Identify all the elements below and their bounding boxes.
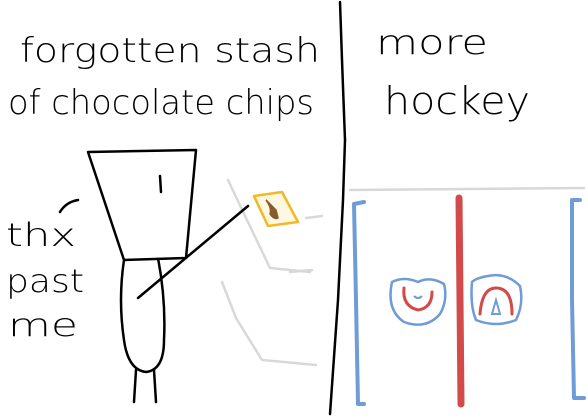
rink-center-red-line: [455, 194, 465, 408]
cupboard-shelves: [220, 178, 324, 367]
person-head: [86, 148, 198, 262]
rink-boards: [348, 186, 586, 192]
left-caption-line2: of chocolate chips: [8, 83, 314, 123]
chocolate-chip-bag-icon: [252, 190, 300, 228]
person-body: [119, 257, 166, 374]
rink-logo-right: [470, 273, 523, 326]
panel-divider: [328, 0, 347, 416]
right-caption-line1: more: [376, 23, 488, 63]
left-panel: forgotten stash of chocolate chips: [6, 31, 324, 404]
speech-line2: past: [6, 262, 84, 300]
rink-blue-line-left: [352, 200, 366, 406]
speech-line3: me: [8, 306, 78, 344]
person-eye: [158, 174, 163, 194]
person-right-leg: [152, 368, 158, 404]
person-left-leg: [132, 368, 138, 404]
speech-line1: thx: [6, 216, 76, 254]
person-arm: [136, 204, 250, 300]
rink-blue-line-right: [570, 198, 586, 400]
left-caption-line1: forgotten stash: [20, 31, 320, 71]
speech-tail: [58, 198, 80, 214]
rink-logo-left: [389, 277, 447, 326]
right-panel: more hockey: [348, 23, 586, 408]
right-caption-line2: hockey: [384, 79, 530, 123]
